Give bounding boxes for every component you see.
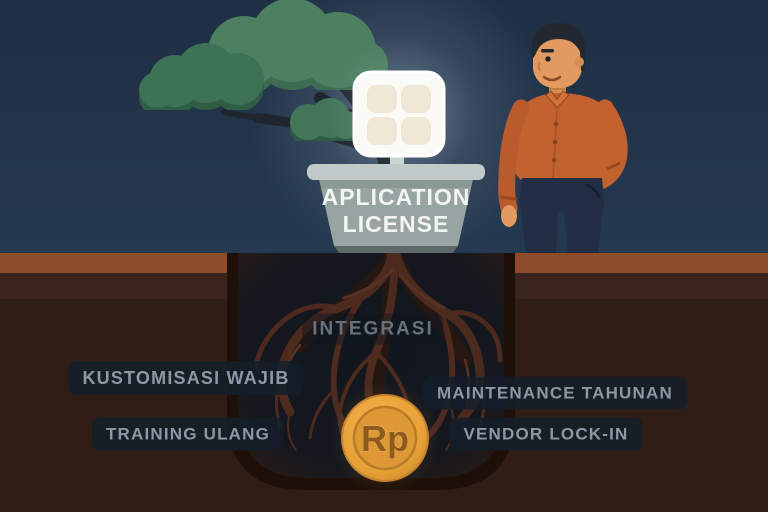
man-pocket <box>585 182 602 199</box>
planter-base <box>334 246 458 254</box>
label-integrasi: INTEGRASI <box>302 313 444 345</box>
label-training-ulang: TRAINING ULANG <box>91 417 285 451</box>
app-grid-icon <box>367 85 431 145</box>
man-trousers <box>520 178 604 256</box>
planter-rim-shadow <box>319 179 473 188</box>
planter <box>307 164 485 254</box>
man-ear <box>574 57 584 67</box>
app-license-sign <box>352 70 446 168</box>
man-collar <box>545 90 570 109</box>
label-maintenance-tahunan: MAINTENANCE TAHUNAN <box>423 376 687 410</box>
planter-body <box>319 179 473 246</box>
man-eye <box>545 56 551 62</box>
planter-label: APLICATION LICENSE <box>296 184 496 238</box>
label-vendor-lock-in: VENDOR LOCK-IN <box>449 417 643 451</box>
coin-currency-symbol: Rp <box>361 418 409 459</box>
man-hair <box>531 23 585 71</box>
planter-label-line2: LICENSE <box>342 211 450 237</box>
man-hand <box>501 205 517 227</box>
man-shirt <box>498 90 628 217</box>
man-nose <box>537 61 542 72</box>
man-eyebrow <box>541 49 554 53</box>
sign-panel <box>352 70 446 158</box>
planter-rim <box>307 164 485 180</box>
rupiah-coin: Rp <box>329 382 441 494</box>
label-kustomisasi-wajib: KUSTOMISASI WAJIB <box>68 361 304 395</box>
man-mouth <box>542 75 562 82</box>
coin-inner <box>352 405 418 471</box>
canopy-left <box>139 43 264 110</box>
planter-label-line1: APLICATION <box>321 184 471 210</box>
standing-man <box>498 23 628 256</box>
man-face <box>533 33 582 88</box>
